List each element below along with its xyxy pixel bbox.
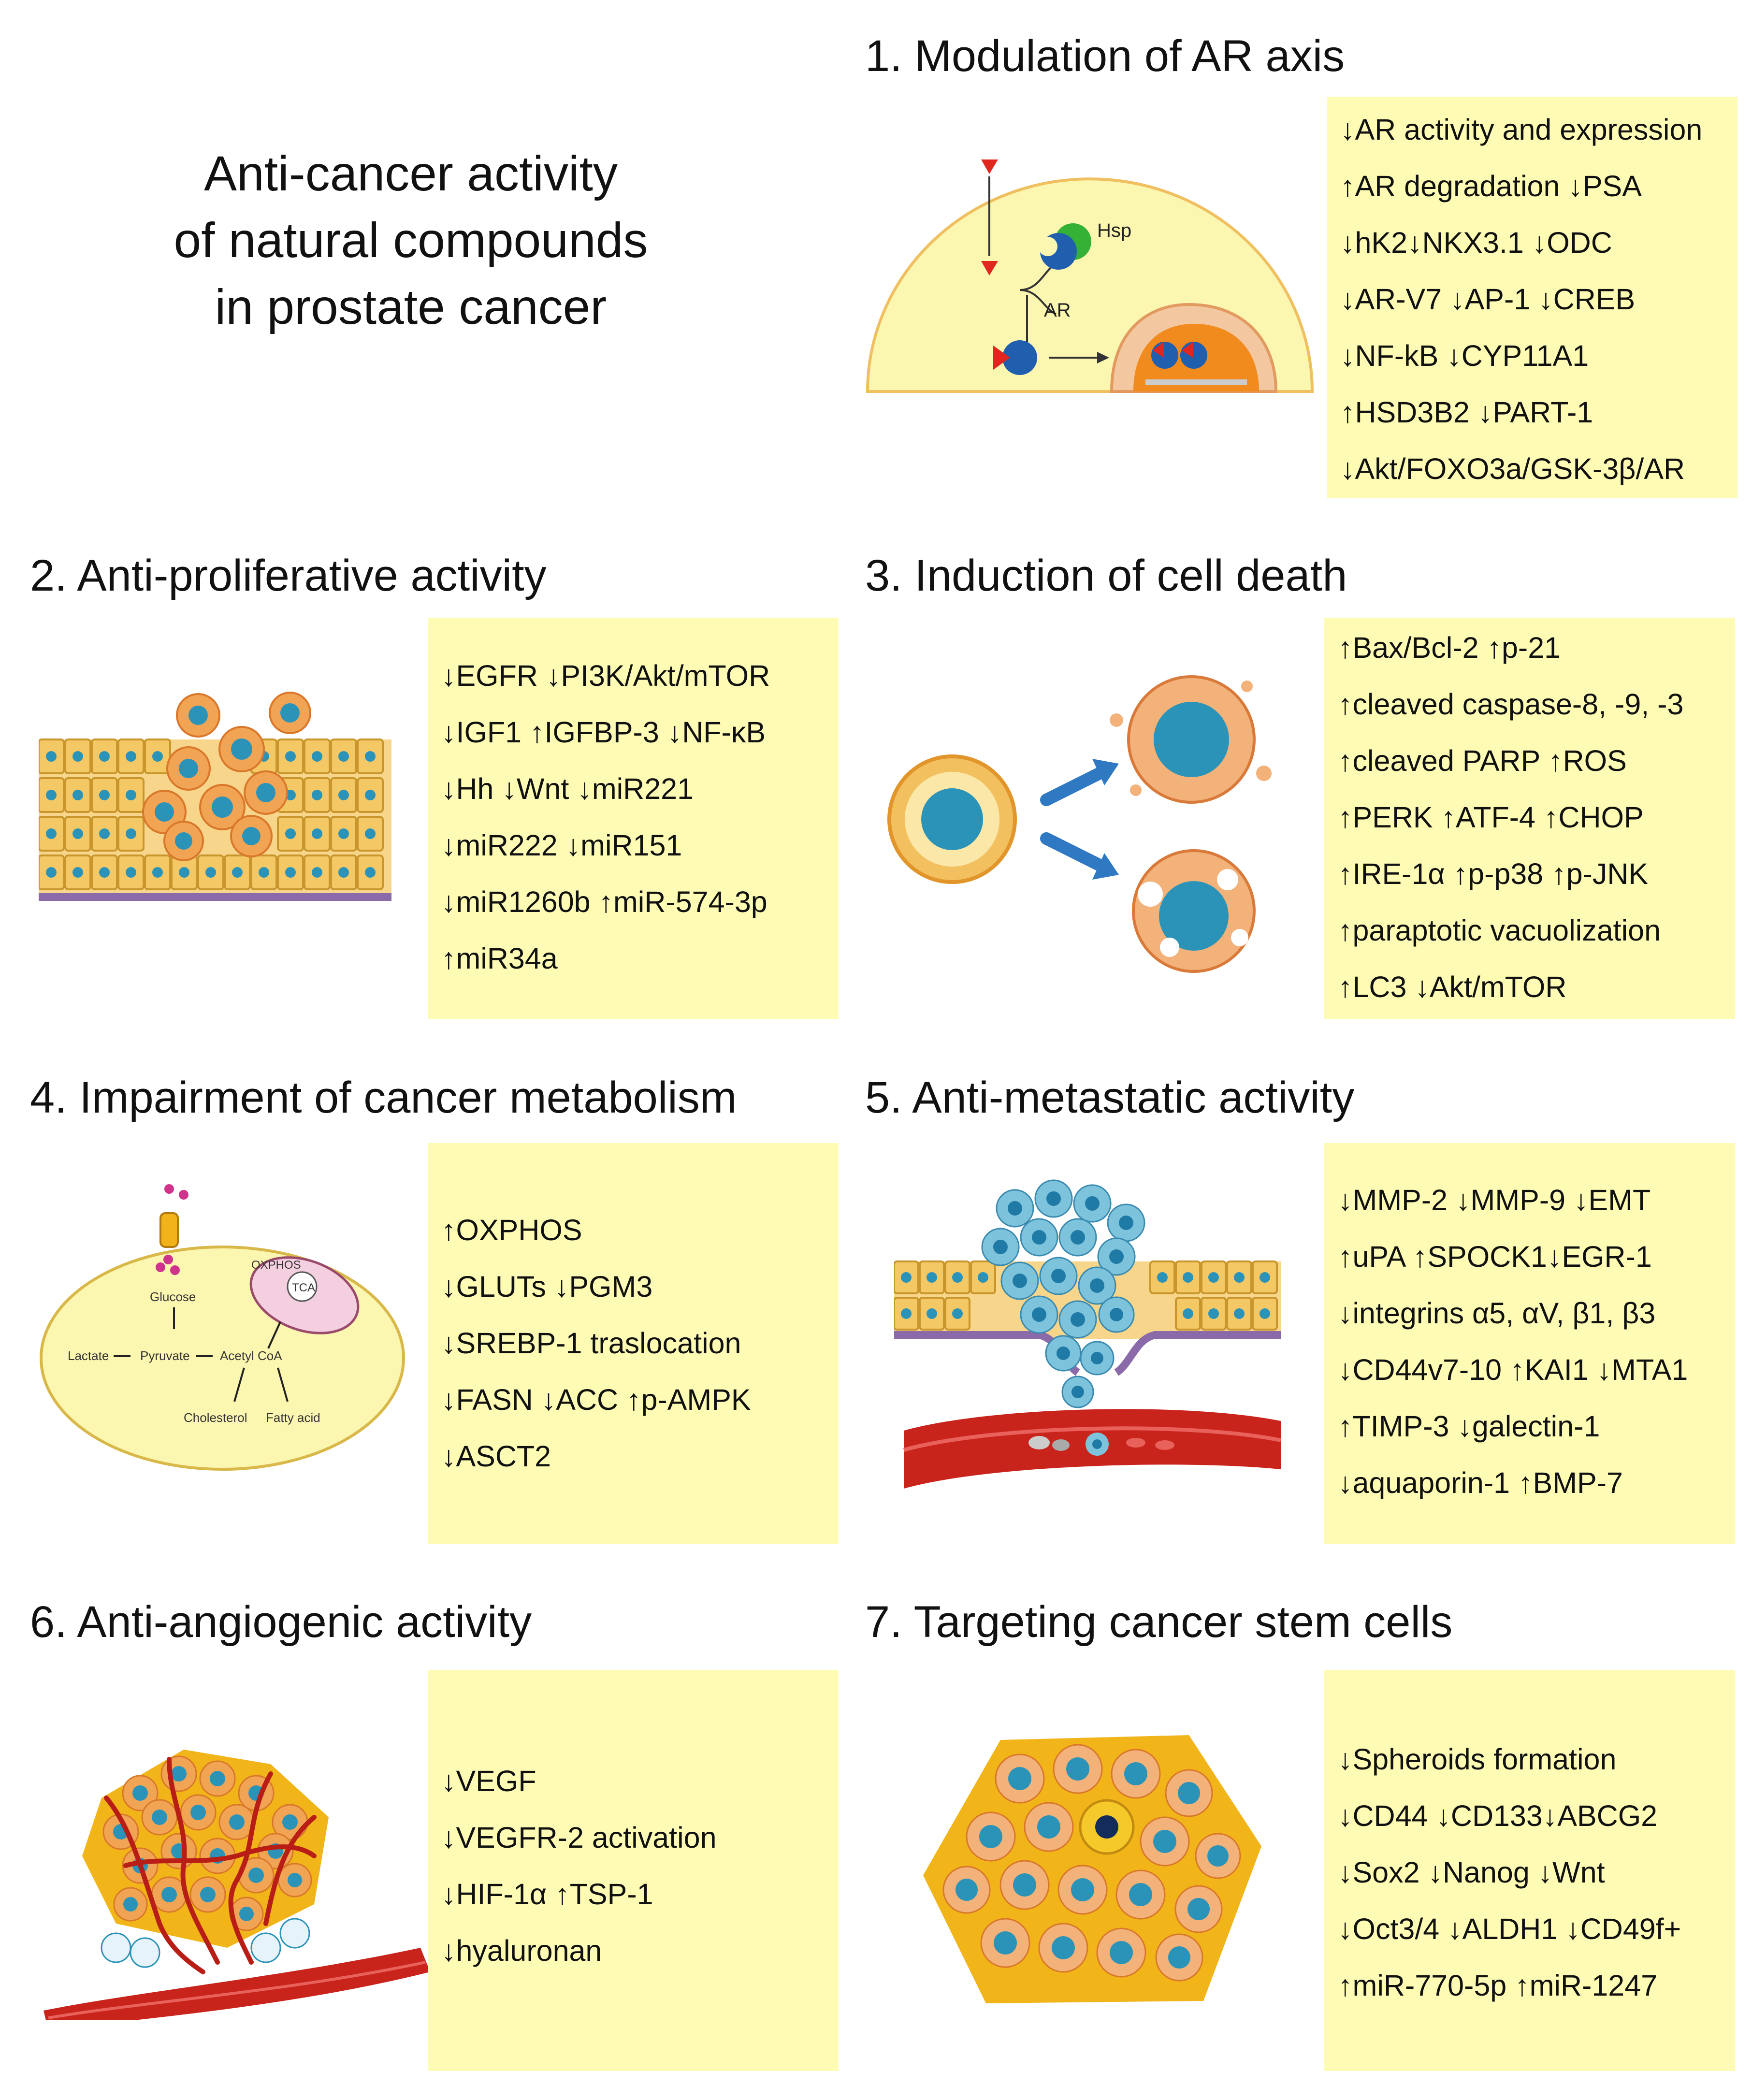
lactate-label: Lactate: [68, 1348, 109, 1363]
section-5-item: ↓integrins α5, αV, β1, β3: [1338, 1297, 1656, 1330]
section-5-box: ↓MMP-2 ↓MMP-9 ↓EMT ↑uPA ↑SPOCK1↓EGR-1 ↓i…: [1324, 1143, 1735, 1544]
section-4-item: ↓ASCT2: [441, 1440, 551, 1473]
main-title-line-2: of natural compounds: [174, 213, 648, 268]
cholesterol-label: Cholesterol: [184, 1410, 247, 1425]
section-2-item: ↓miR222 ↓miR151: [441, 829, 682, 862]
section-3-item: ↑cleaved caspase-8, -9, -3: [1338, 688, 1684, 721]
section-4-title: 4. Impairment of cancer metabolism: [30, 1073, 737, 1122]
section-7-box: ↓Spheroids formation ↓CD44 ↓CD133↓ABCG2 …: [1324, 1670, 1735, 2071]
section-4-item: ↑OXPHOS: [441, 1214, 582, 1246]
section-3-item: ↑paraptotic vacuolization: [1338, 914, 1661, 947]
glucose-label: Glucose: [150, 1289, 196, 1304]
section-1-box: ↓AR activity and expression ↑AR degradat…: [1327, 97, 1738, 498]
proliferating-epithelium-illustration: [39, 686, 396, 918]
metastasis-illustration: [894, 1179, 1300, 1489]
section-3-item: ↑LC3 ↓Akt/mTOR: [1338, 970, 1567, 1003]
section-3-item: ↑IRE-1α ↑p-p38 ↑p-JNK: [1338, 857, 1649, 890]
section-5-item: ↑uPA ↑SPOCK1↓EGR-1: [1338, 1240, 1652, 1273]
oxphos-label: OXPHOS: [251, 1259, 301, 1272]
section-4-item: ↓GLUTs ↓PGM3: [441, 1270, 653, 1303]
cancer-stem-cell-illustration: [918, 1730, 1266, 2011]
section-2-item: ↓miR1260b ↑miR-574-3p: [441, 885, 767, 918]
section-1-item: ↓AR activity and expression: [1340, 113, 1703, 146]
fatty-acid-label: Fatty acid: [266, 1410, 320, 1425]
section-1-item: ↓AR-V7 ↓AP-1 ↓CREB: [1340, 283, 1636, 316]
pyruvate-label: Pyruvate: [140, 1348, 190, 1363]
section-2-item: ↑miR34a: [441, 942, 558, 975]
section-5-item: ↓MMP-2 ↓MMP-9 ↓EMT: [1338, 1184, 1651, 1217]
section-2-box: ↓EGFR ↓PI3K/Akt/mTOR ↓IGF1 ↑IGFBP-3 ↓NF-…: [428, 618, 839, 1019]
ar-axis-illustration: Hsp AR: [860, 159, 1324, 401]
section-5-title: 5. Anti-metastatic activity: [865, 1073, 1355, 1122]
main-title: Anti-cancer activity of natural compound…: [111, 140, 710, 340]
acetyl-coa-label: Acetyl CoA: [220, 1348, 282, 1363]
section-4-item: ↓SREBP-1 traslocation: [441, 1327, 741, 1360]
section-7-title: 7. Targeting cancer stem cells: [865, 1597, 1453, 1647]
main-title-line-1: Anti-cancer activity: [204, 146, 618, 201]
section-7-item: ↓Oct3/4 ↓ALDH1 ↓CD49f+: [1338, 1912, 1681, 1945]
section-7-item: ↓CD44 ↓CD133↓ABCG2: [1338, 1799, 1658, 1832]
section-2-item: ↓EGFR ↓PI3K/Akt/mTOR: [441, 659, 770, 692]
section-7-item: ↑miR-770-5p ↑miR-1247: [1338, 1969, 1658, 2002]
section-1-item: ↓NF-kB ↓CYP11A1: [1340, 339, 1589, 372]
section-6-box: ↓VEGF ↓VEGFR-2 activation ↓HIF-1α ↑TSP-1…: [428, 1670, 839, 2071]
section-4-item: ↓FASN ↓ACC ↑p-AMPK: [441, 1383, 751, 1416]
cancer-metabolism-illustration: Glucose OXPHOS TCA Lactate Pyruvate Acet…: [34, 1174, 416, 1474]
angiogenesis-illustration: [43, 1721, 440, 2020]
main-title-line-3: in prostate cancer: [215, 279, 607, 334]
section-6-title: 6. Anti-angiogenic activity: [30, 1597, 532, 1647]
tca-label: TCA: [292, 1281, 315, 1294]
section-1-item: ↑AR degradation ↓PSA: [1340, 170, 1642, 203]
section-6-item: ↓VEGF: [441, 1765, 536, 1797]
section-2-item: ↓IGF1 ↑IGFBP-3 ↓NF-κB: [441, 716, 766, 749]
section-3-item: ↑PERK ↑ATF-4 ↑CHOP: [1338, 801, 1644, 834]
section-2-title: 2. Anti-proliferative activity: [30, 551, 547, 600]
section-1-item: ↓Akt/FOXO3a/GSK-3β/AR: [1340, 452, 1685, 485]
section-4-box: ↑OXPHOS ↓GLUTs ↓PGM3 ↓SREBP-1 traslocati…: [428, 1143, 839, 1544]
section-7-item: ↓Spheroids formation: [1338, 1743, 1617, 1776]
hsp-label: Hsp: [1097, 220, 1131, 241]
section-3-title: 3. Induction of cell death: [865, 551, 1347, 600]
section-1-item: ↓hK2↓NKX3.1 ↓ODC: [1340, 226, 1612, 259]
section-5-item: ↓aquaporin-1 ↑BMP-7: [1338, 1466, 1623, 1499]
section-5-item: ↑TIMP-3 ↓galectin-1: [1338, 1410, 1600, 1443]
section-2-item: ↓Hh ↓Wnt ↓miR221: [441, 772, 694, 805]
ar-label: AR: [1044, 300, 1071, 321]
section-6-item: ↓hyaluronan: [441, 1934, 602, 1967]
section-3-box: ↑Bax/Bcl-2 ↑p-21 ↑cleaved caspase-8, -9,…: [1324, 618, 1735, 1019]
section-1-item: ↑HSD3B2 ↓PART-1: [1340, 396, 1593, 429]
section-1-title: 1. Modulation of AR axis: [865, 31, 1345, 81]
section-7-item: ↓Sox2 ↓Nanog ↓Wnt: [1338, 1856, 1605, 1889]
cell-death-illustration: [880, 667, 1305, 986]
section-6-item: ↓HIF-1α ↑TSP-1: [441, 1878, 653, 1911]
section-5-item: ↓CD44v7-10 ↑KAI1 ↓MTA1: [1338, 1353, 1688, 1386]
section-3-item: ↑cleaved PARP ↑ROS: [1338, 744, 1627, 777]
section-3-item: ↑Bax/Bcl-2 ↑p-21: [1338, 631, 1561, 664]
section-6-item: ↓VEGFR-2 activation: [441, 1821, 717, 1854]
